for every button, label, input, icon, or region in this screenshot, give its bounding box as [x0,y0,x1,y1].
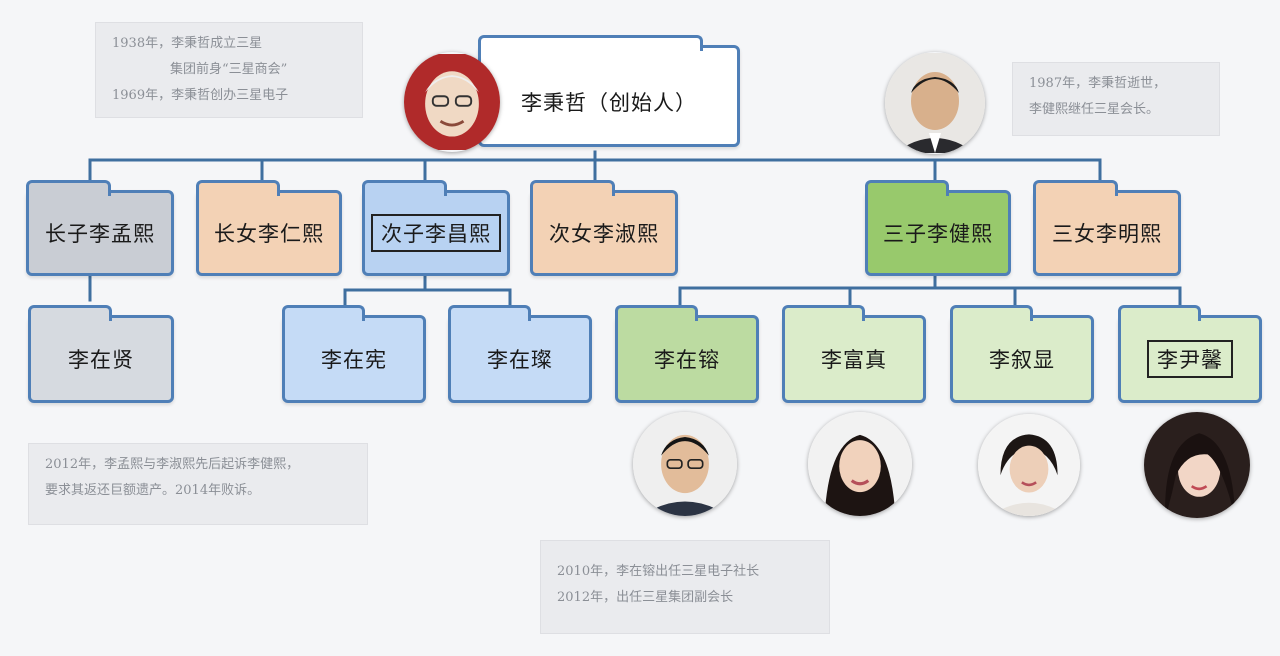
child-label: 三女李明熙 [1052,222,1162,246]
grandchild-node-6: 李叙显 [950,305,1094,403]
note-lawsuit: 2012年，李孟熙与李淑熙先后起诉李健熙， 要求其返还巨额遗产。2014年败诉。 [28,443,368,525]
child-node-3: 次子李昌熙 [362,180,510,276]
grandchild-node-2: 李在宪 [282,305,426,403]
child-node-6: 三女李明熙 [1033,180,1181,276]
grandchild-label: 李在宪 [321,348,387,372]
child-label: 次女李淑熙 [549,222,659,246]
child-label: 长子李孟熙 [45,222,155,246]
grandchild-node-4: 李在镕 [615,305,759,403]
grandchild-label: 李富真 [821,348,887,372]
root-node-founder: 李秉哲（创始人） [478,35,740,147]
portrait-yoonhyung-avatar [1144,412,1250,518]
portrait-founder-avatar [404,52,500,152]
child-node-2: 长女李仁熙 [196,180,342,276]
note-succession: 1987年，李秉哲逝世， 李健熙继任三星会长。 [1012,62,1220,136]
grandchild-node-1: 李在贤 [28,305,174,403]
grandchild-label: 李在贤 [68,348,134,372]
portrait-kunhee-avatar [885,52,985,154]
note-founding: 1938年，李秉哲成立三星 集团前身“三星商会” 1969年，李秉哲创办三星电子 [95,22,363,118]
child-label: 次子李昌熙 [371,214,501,252]
grandchild-label: 李在璨 [487,348,553,372]
child-label: 长女李仁熙 [214,222,324,246]
root-label: 李秉哲（创始人） [521,91,697,115]
grandchild-label: 李叙显 [989,348,1055,372]
portrait-jaeyong-avatar [633,412,737,516]
grandchild-label: 李在镕 [654,348,720,372]
grandchild-node-5: 李富真 [782,305,926,403]
child-node-5: 三子李健熙 [865,180,1011,276]
grandchild-node-7: 李尹馨 [1118,305,1262,403]
grandchild-label: 李尹馨 [1147,340,1233,378]
grandchild-node-3: 李在璨 [448,305,592,403]
portrait-boojin-avatar [808,412,912,516]
child-node-4: 次女李淑熙 [530,180,678,276]
portrait-seohyun-avatar [978,414,1080,516]
child-label: 三子李健熙 [883,222,993,246]
child-node-1: 长子李孟熙 [26,180,174,276]
note-jaeyong: 2010年，李在镕出任三星电子社长 2012年，出任三星集团副会长 [540,540,830,634]
